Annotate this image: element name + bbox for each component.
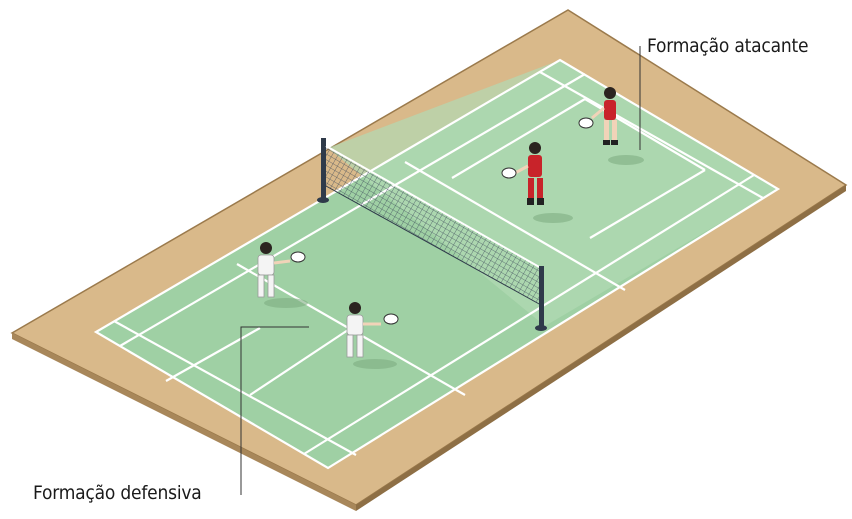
racket-icon: [291, 252, 305, 262]
racket-icon: [502, 168, 516, 178]
label-attacking-formation: Formação atacante: [647, 35, 808, 57]
racket-icon: [579, 118, 593, 128]
racket-icon: [384, 314, 398, 324]
label-defensive-formation: Formação defensiva: [33, 482, 202, 504]
